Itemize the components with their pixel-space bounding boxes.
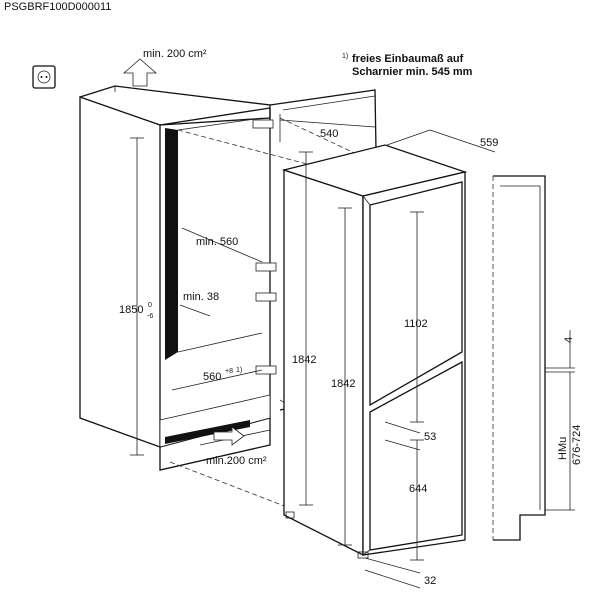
upper-door-dim — [410, 211, 424, 423]
bottom-offset-dim — [364, 557, 421, 589]
niche-height-value: 1850 — [119, 304, 143, 316]
lower-door-dim — [410, 439, 424, 561]
niche-height-dimension — [130, 137, 144, 456]
appliance-front-height-dim — [338, 207, 352, 546]
niche-depth-sup: +8 — [225, 368, 233, 375]
side-gap-dimension — [179, 304, 211, 317]
footnote-mark: 1) — [342, 53, 348, 60]
side-view-profile — [492, 175, 575, 541]
niche-width-dimension — [181, 227, 263, 263]
airflow-in-arrow-icon — [213, 426, 245, 446]
hinge-group — [252, 119, 277, 375]
power-socket-icon — [32, 65, 56, 89]
appliance-height-front: 1842 — [331, 378, 355, 390]
upper-door-value: 1102 — [404, 318, 428, 330]
niche-width-label: min. 560 — [196, 236, 238, 248]
appliance-body — [281, 144, 468, 559]
top-airflow-label: min. 200 cm² — [143, 48, 207, 60]
hmu-range: 676-724 — [571, 425, 583, 465]
niche-depth-value: 560 — [203, 371, 221, 383]
side-gap-value: 4 — [563, 337, 575, 343]
door-width-dimension — [279, 114, 376, 142]
appliance-height-side: 1842 — [292, 354, 316, 366]
footnote-line-1: freies Einbaumaß auf — [352, 53, 464, 65]
niche-height-tol-top: 0 — [148, 302, 152, 309]
niche-cabinet — [79, 85, 271, 471]
bottom-offset-value: 32 — [424, 575, 436, 587]
footnote-line-2: Scharnier min. 545 mm — [352, 66, 473, 78]
niche-depth-note: 1) — [236, 367, 242, 374]
appliance-depth-dim — [386, 129, 496, 153]
niche-depth-dimension — [171, 369, 263, 391]
door-gap-dim — [384, 421, 421, 451]
document-code: PSGBRF100D000011 — [4, 1, 111, 13]
side-gap-label: min. 38 — [183, 291, 219, 303]
door-width-value: 540 — [320, 128, 338, 140]
bottom-airflow-label: min.200 cm² — [206, 455, 267, 467]
airflow-up-arrow-icon — [122, 58, 158, 87]
appliance-side-height-dim — [299, 151, 313, 506]
niche-height-tol-bottom: -6 — [147, 313, 153, 320]
lower-door-value: 644 — [409, 483, 427, 495]
door-gap-value: 53 — [424, 431, 436, 443]
hmu-label: HMu — [557, 437, 569, 460]
appliance-depth-value: 559 — [480, 137, 498, 149]
